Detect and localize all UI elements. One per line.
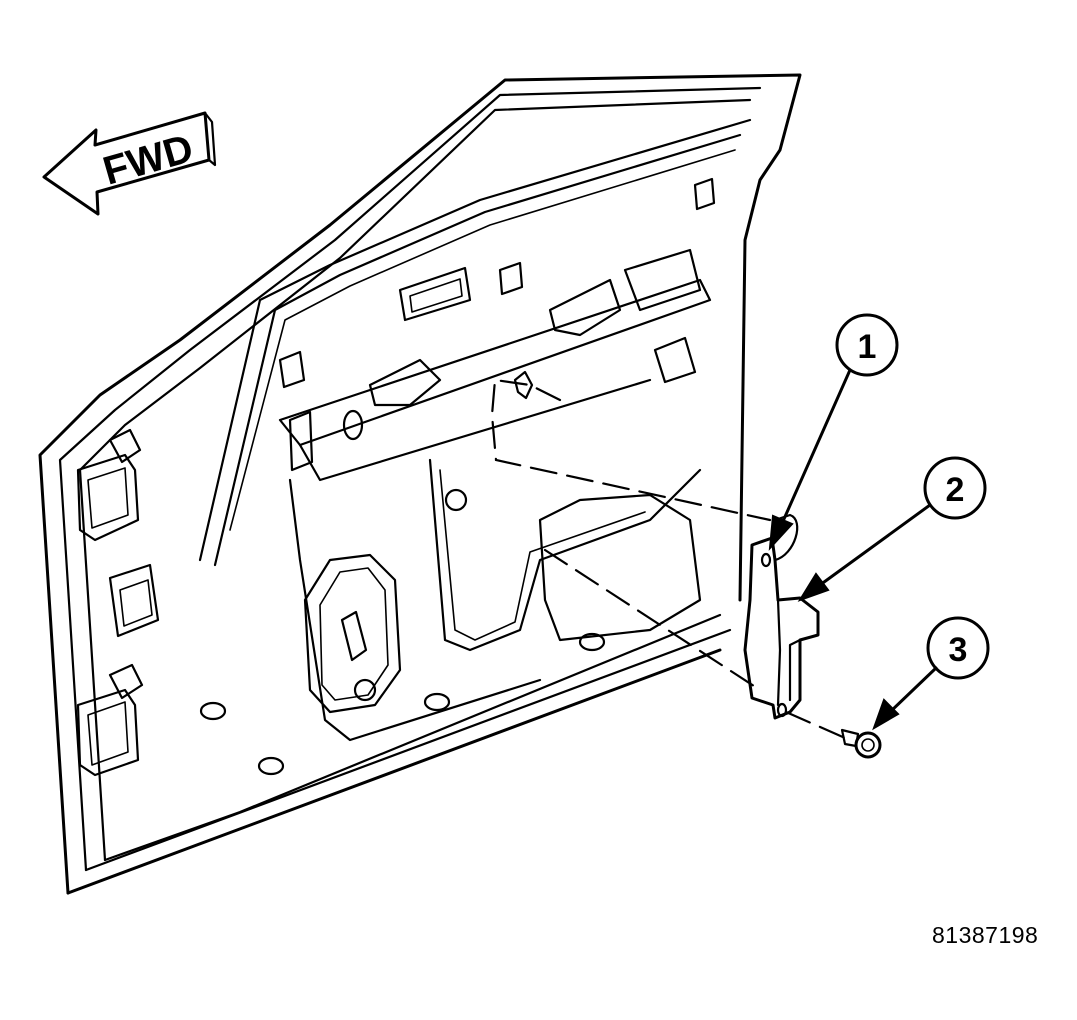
callout-3-circle (926, 616, 990, 680)
bolt (840, 728, 882, 759)
callout-3-number: 3 (949, 631, 968, 669)
callout-1: 1 (768, 313, 899, 551)
alignment-lines (490, 378, 847, 740)
callout-2-circle (923, 456, 987, 520)
fwd-label: FWD (98, 126, 198, 193)
hinge-clips (76, 428, 160, 777)
callout-2: 2 (797, 456, 987, 602)
callout-1-number: 1 (858, 328, 877, 366)
fwd-arrow: FWD (42, 111, 217, 216)
bracket (743, 513, 820, 720)
callout-3: 3 (872, 616, 990, 731)
callout-1-circle (835, 313, 899, 377)
figure-number: 81387198 (932, 922, 1039, 948)
inner-panel (199, 177, 716, 776)
callout-2-number: 2 (946, 471, 965, 509)
